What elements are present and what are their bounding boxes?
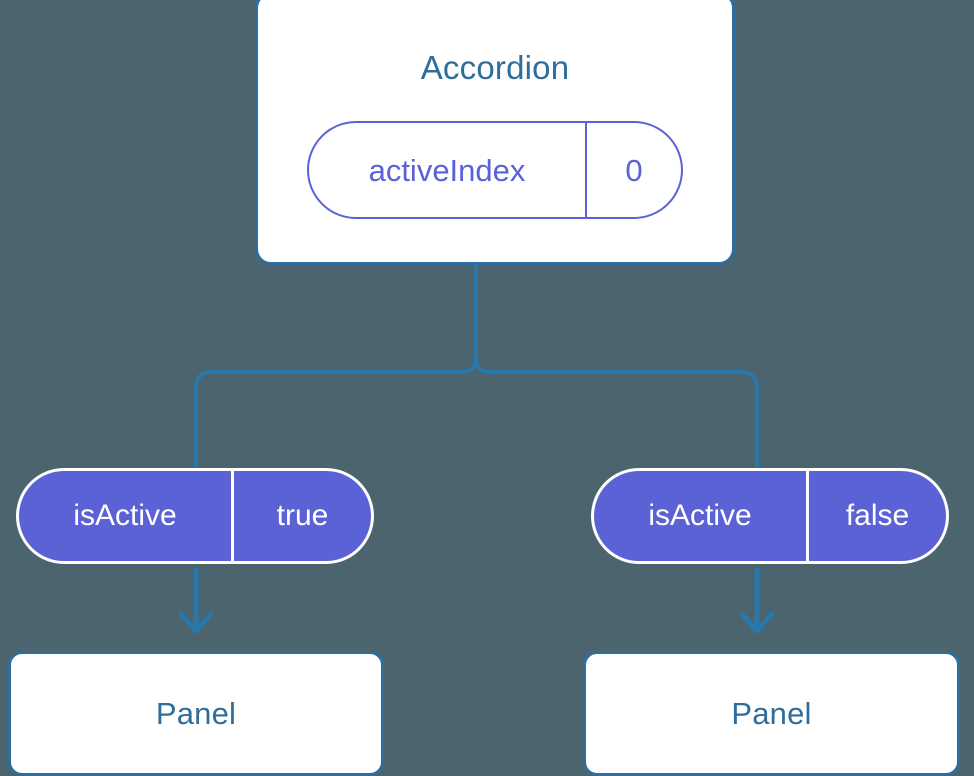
prop-pill-active-index-key: activeIndex xyxy=(309,123,587,217)
panel-card-left[interactable]: Panel xyxy=(8,651,384,776)
prop-pill-active-index-value: 0 xyxy=(625,152,643,188)
arrow-left-head-icon xyxy=(178,611,214,634)
connector-branch-left xyxy=(194,370,464,470)
connector-branch-right xyxy=(488,370,759,470)
arrow-right-head-icon xyxy=(739,611,775,634)
prop-pill-is-active-false[interactable]: isActive false xyxy=(591,468,949,564)
panel-card-right[interactable]: Panel xyxy=(583,651,960,776)
prop-pill-is-active-true[interactable]: isActive true xyxy=(16,468,374,564)
accordion-card-title: Accordion xyxy=(420,49,570,86)
prop-pill-is-active-true-value: true xyxy=(276,499,329,532)
panel-card-right-title: Panel xyxy=(731,696,812,731)
prop-pill-is-active-false-value: false xyxy=(845,499,910,532)
prop-pill-active-index[interactable]: activeIndex 0 xyxy=(307,121,683,219)
prop-pill-is-active-true-key: isActive xyxy=(19,471,234,561)
panel-card-left-title: Panel xyxy=(155,696,237,731)
connector-trunk xyxy=(474,263,492,374)
connector-trunk-left-shoulder xyxy=(460,356,478,374)
prop-pill-is-active-false-key: isActive xyxy=(594,471,809,561)
